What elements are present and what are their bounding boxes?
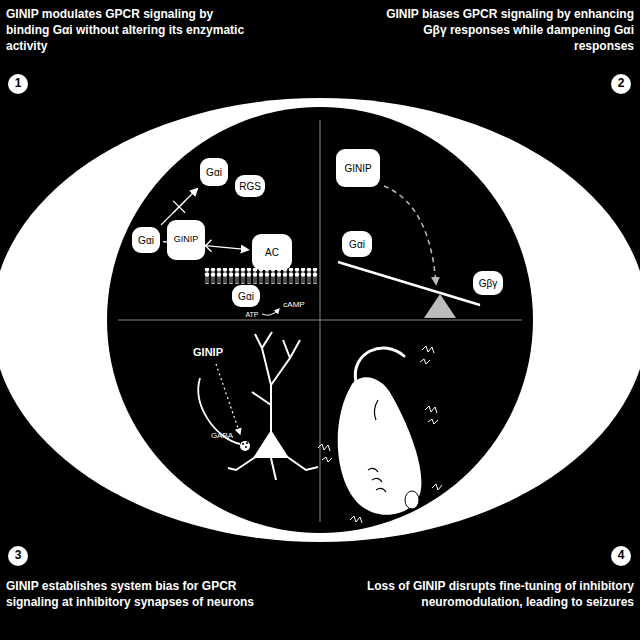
shake-mark (318, 444, 330, 451)
mouse-tail (355, 348, 404, 382)
galpha-protein: Gαi (200, 158, 228, 186)
node-text: 4 (618, 549, 625, 562)
shaking-lines (318, 346, 442, 523)
seesaw-fulcrum (424, 294, 456, 318)
molecule-label-box: cAMP (283, 300, 304, 310)
axon-terminal (198, 378, 240, 444)
basal-dendrite (286, 456, 318, 470)
node-text: Gβγ (479, 278, 498, 289)
apical-dendrite (255, 334, 271, 432)
seesaw-beam (338, 262, 480, 305)
molecule-label: ATP (245, 311, 258, 318)
vesicles (242, 442, 248, 448)
eye-ellipse (0, 98, 640, 542)
node-text: GINIP (344, 163, 371, 174)
basal-dendrite (271, 458, 276, 480)
vesicle (246, 442, 248, 444)
molecule-label: cAMP (283, 300, 304, 309)
ginip-protein: GINIP (336, 149, 380, 187)
cell-membrane (204, 268, 318, 284)
panel-caption-box: GINIP establishes system bias for GPCR s… (6, 578, 268, 610)
node-text: Gαi (238, 291, 254, 302)
ginip-protein: GINIP (167, 220, 205, 260)
shake-mark (425, 406, 437, 413)
node-text: Gαi (138, 235, 154, 246)
dendrite-branch (283, 340, 290, 358)
neuron-soma (253, 430, 289, 458)
influence-arrow (384, 186, 436, 284)
mouse-leg (374, 400, 378, 420)
panel-caption-box: Loss of GINIP disrupts fine-tuning of in… (364, 578, 634, 610)
panel-caption: GINIP biases GPCR signaling by enhancing… (386, 7, 634, 53)
inhibition-cross (173, 201, 185, 213)
dendrite-branch (252, 392, 271, 405)
panel-caption-box: GINIP modulates GPCR signaling by bindin… (6, 6, 256, 54)
synaptic-bouton (240, 441, 250, 451)
adenylyl-cyclase: AC (252, 234, 292, 270)
quadrant-divider (320, 120, 321, 522)
node-text: 3 (15, 549, 22, 562)
shake-mark (432, 484, 442, 490)
reaction-arrow (262, 309, 279, 315)
quadrant-divider (118, 320, 522, 321)
mouse-paws (368, 468, 386, 492)
shake-mark (422, 346, 434, 353)
galpha-protein: Gαi (132, 227, 160, 253)
dendrite-branch (271, 340, 300, 385)
shake-mark (420, 359, 430, 364)
node-text: 2 (618, 77, 625, 90)
node-text: Gαi (206, 167, 222, 178)
node-text: Gαi (349, 239, 365, 250)
neurotransmitter-label-box: GABA (211, 431, 233, 441)
panel-caption: GINIP establishes system bias for GPCR s… (6, 579, 254, 609)
mouse-ear (405, 491, 419, 509)
basal-dendrite (228, 456, 257, 470)
shake-mark (428, 419, 438, 424)
gbetagamma-protein: Gβγ (473, 271, 503, 295)
rgs-protein: RGS (235, 175, 265, 197)
node-text: RGS (239, 181, 261, 192)
pupil-circle (107, 107, 533, 533)
mouse-body (338, 377, 422, 515)
node-text: AC (265, 247, 279, 258)
callout-circle: 2 (611, 74, 631, 94)
galpha-protein: Gαi (342, 231, 372, 257)
molecule-label-box: ATP (245, 310, 258, 319)
callout-circle: 1 (8, 74, 28, 94)
galpha-protein: Gαi (232, 285, 260, 307)
target-arrow (216, 364, 240, 434)
shake-mark (350, 516, 362, 523)
node-text: 1 (15, 77, 22, 90)
callout-circle: 4 (611, 546, 631, 566)
node-text: GINIP (174, 235, 199, 245)
vesicle (242, 443, 244, 445)
panel-caption: GINIP modulates GPCR signaling by bindin… (6, 7, 244, 53)
panel-caption: Loss of GINIP disrupts fine-tuning of in… (367, 579, 634, 609)
callout-circle: 3 (8, 546, 28, 566)
panel-caption-box: GINIP biases GPCR signaling by enhancing… (364, 6, 634, 54)
shake-mark (322, 457, 332, 462)
protein-label-box: GINIP (193, 344, 223, 360)
seizing-mouse (318, 346, 442, 523)
protein-label: GINIP (193, 346, 223, 358)
neurotransmitter-label: GABA (211, 431, 233, 440)
vesicle (245, 446, 247, 448)
dendrite-branch (262, 332, 272, 348)
